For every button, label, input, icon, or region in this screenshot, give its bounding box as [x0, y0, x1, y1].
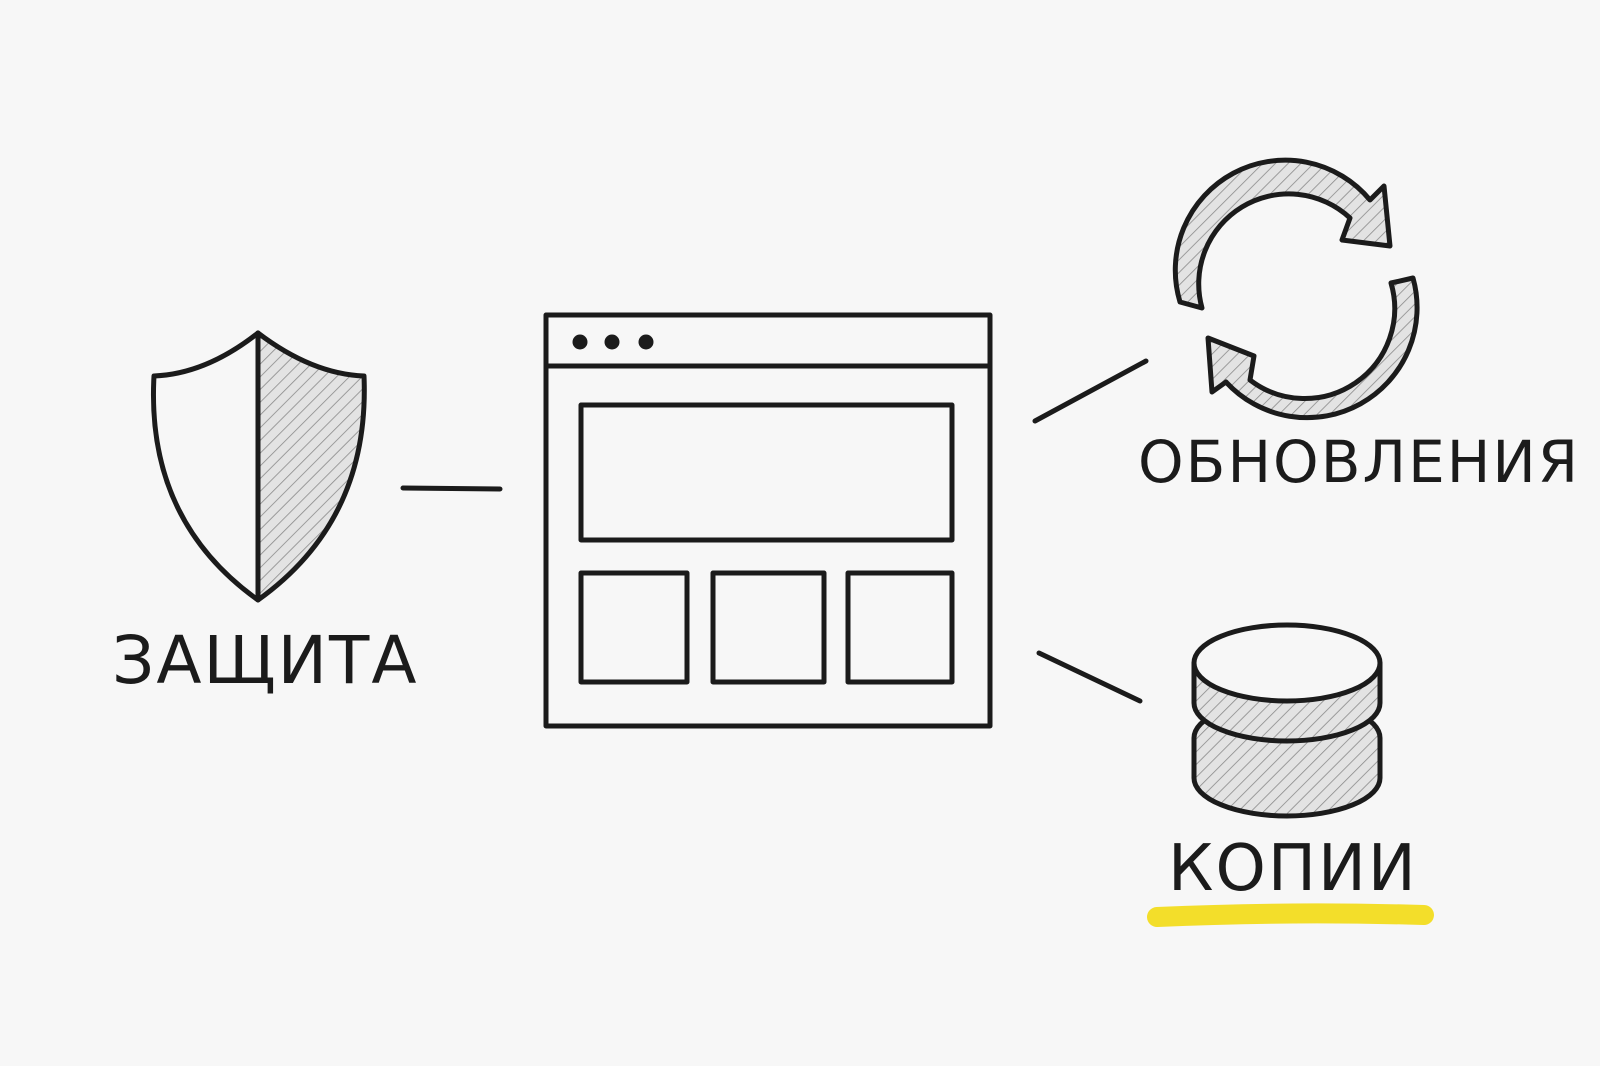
node-label-backups: КОПИИ: [1168, 832, 1418, 906]
refresh-icon: [1172, 157, 1420, 421]
refresh-arrow-bottom: [1205, 275, 1420, 421]
connector-protection: [400, 485, 503, 492]
window-dot-1: [572, 334, 588, 350]
refresh-arrow-top: [1172, 157, 1393, 311]
window-card-3: [845, 570, 955, 685]
window-dot-2: [604, 334, 620, 350]
node-label-updates: ОБНОВЛЕНИЯ: [1138, 428, 1581, 496]
database-top-ellipse: [1191, 622, 1383, 704]
window-dot-3: [638, 334, 654, 350]
highlight-underline: [1147, 903, 1434, 927]
window-card-1: [578, 570, 690, 685]
connector-updates: [1032, 358, 1149, 424]
node-label-protection: ЗАЩИТА: [112, 622, 419, 699]
browser-window-icon: [543, 312, 993, 729]
window-hero-block: [578, 402, 955, 543]
shield-right-half: [258, 333, 365, 600]
database-icon: [1191, 622, 1383, 819]
shield-icon: [150, 330, 367, 603]
window-card-2: [710, 570, 827, 685]
connector-backups: [1036, 650, 1143, 704]
window-frame: [543, 312, 993, 729]
